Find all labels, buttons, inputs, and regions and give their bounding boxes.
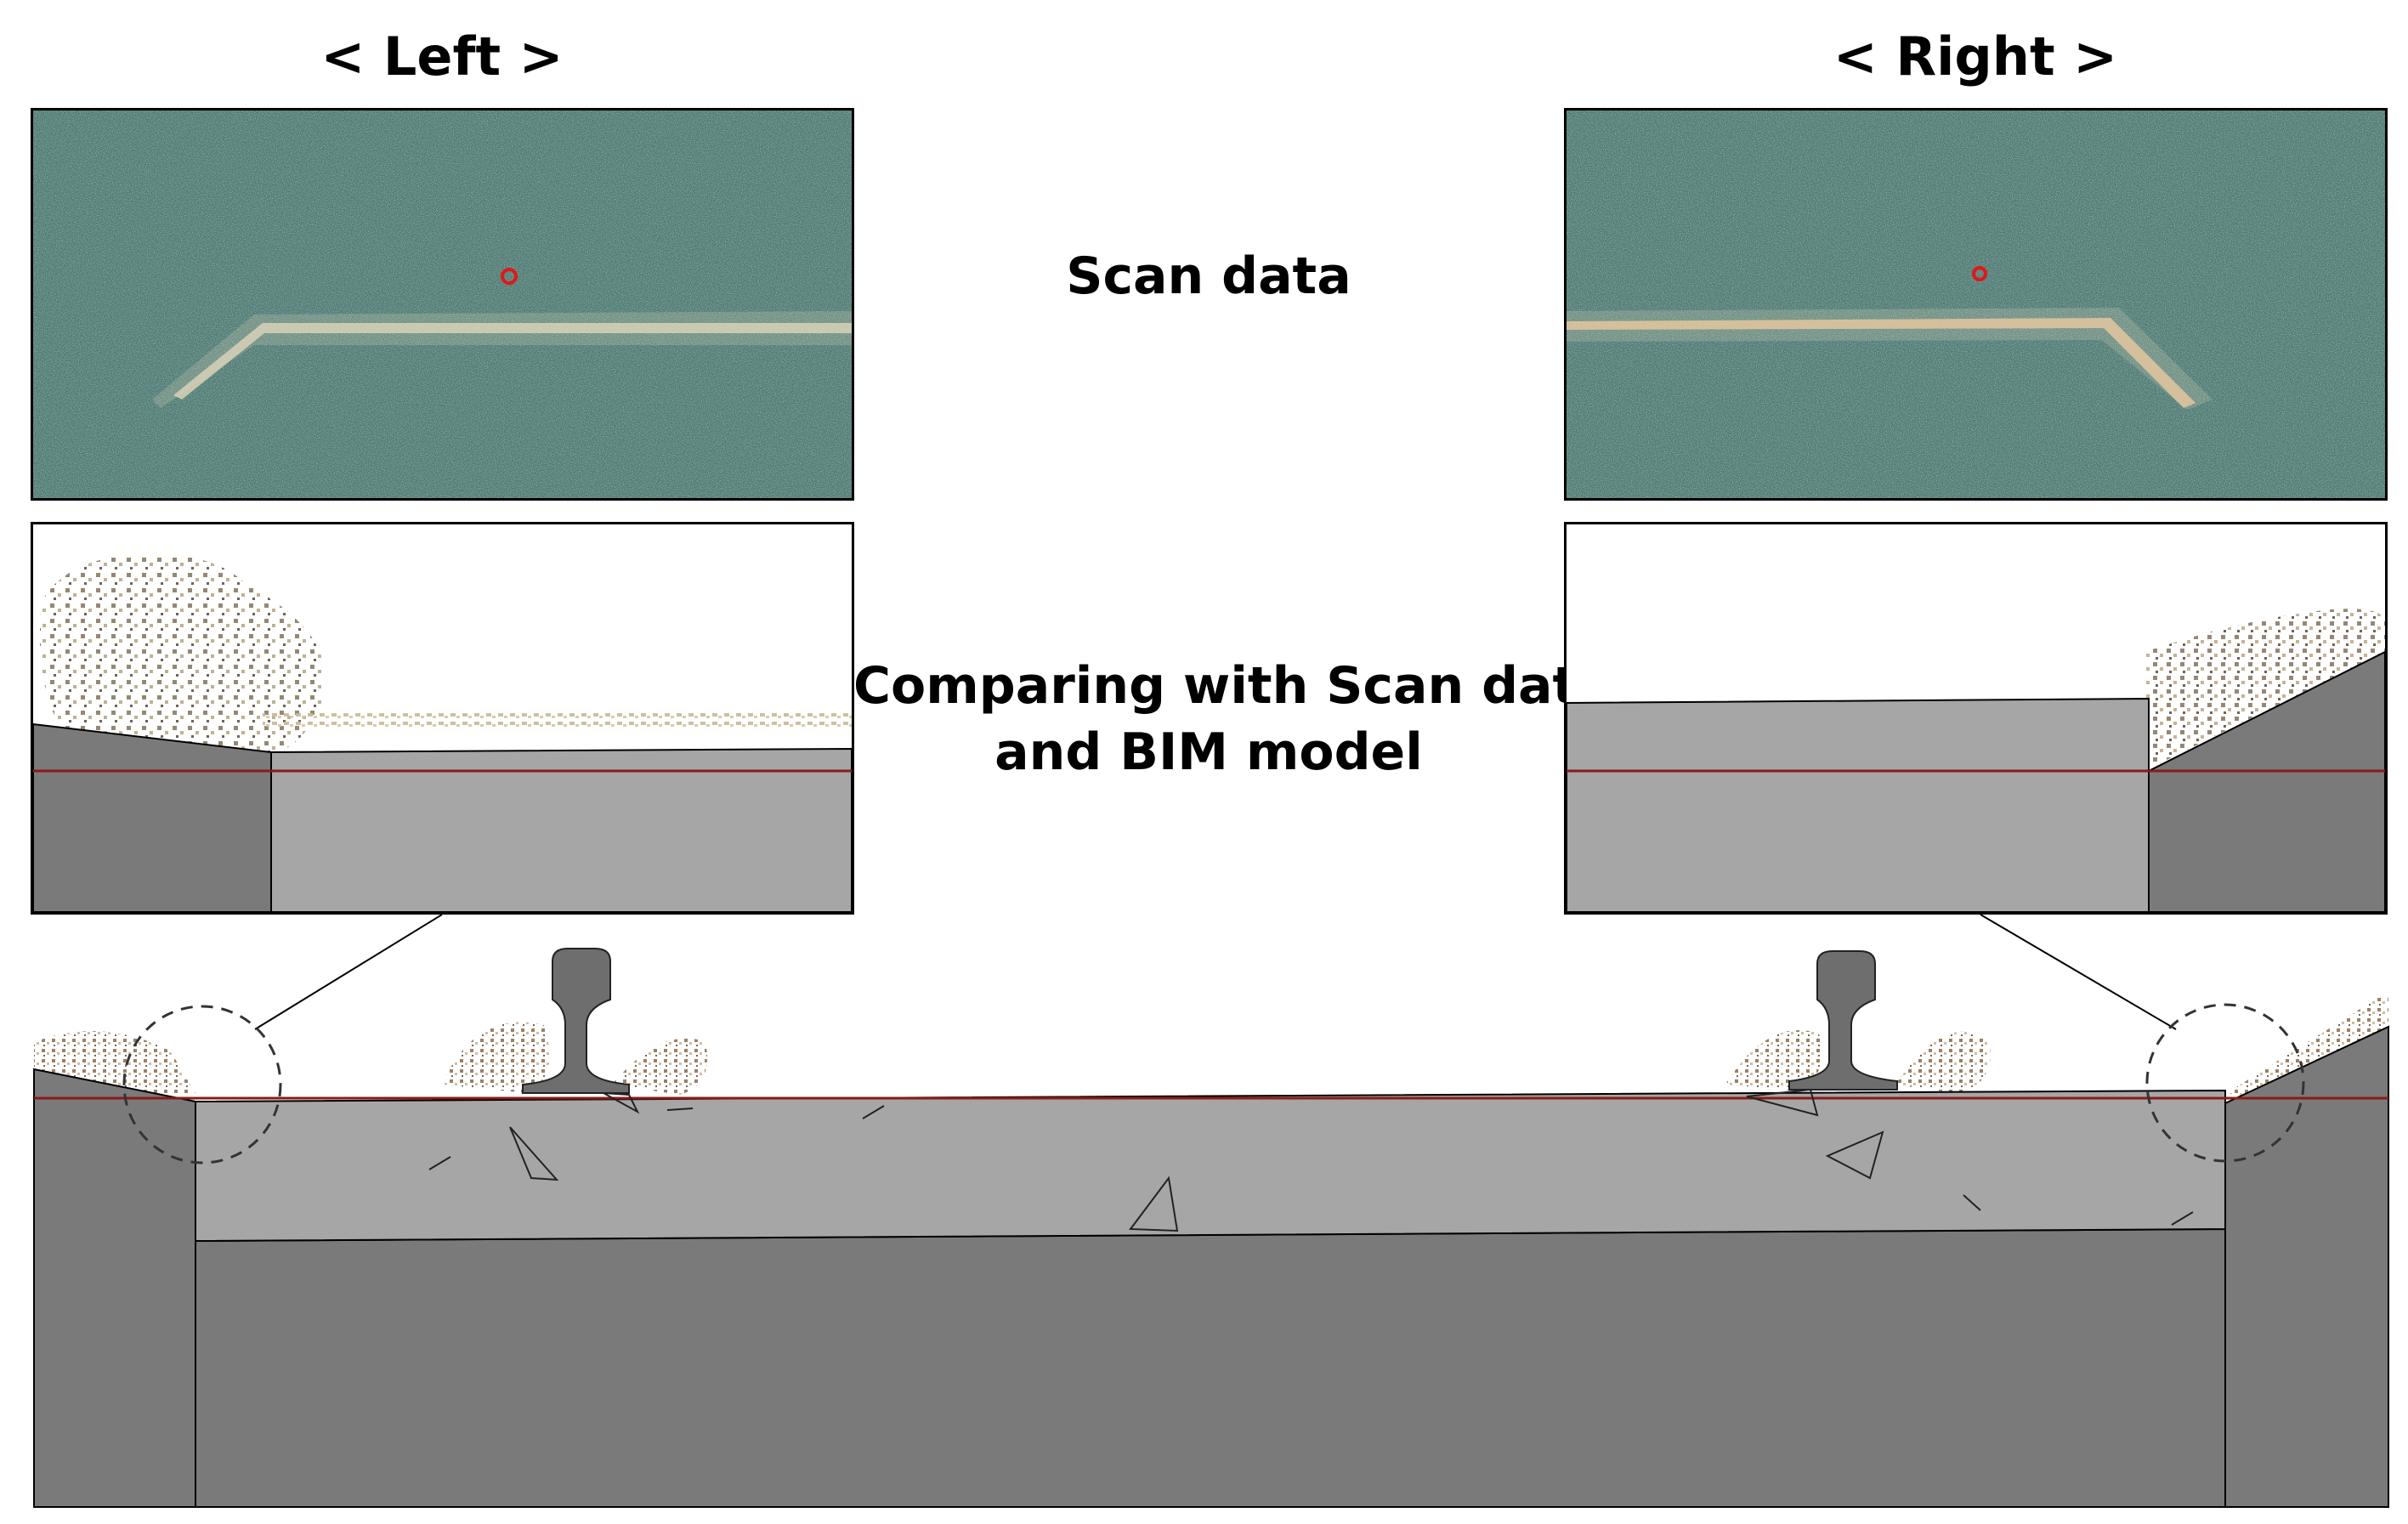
scan-marker <box>501 268 518 285</box>
point-cloud-rail-left-b <box>612 1038 707 1095</box>
left-scan-image <box>33 110 852 498</box>
scan-marker <box>1972 266 1987 281</box>
point-cloud-rail-right-b <box>1895 1031 1991 1093</box>
point-cloud-right-edge <box>2227 991 2388 1097</box>
comparison-label-line-2: and BIM model <box>994 722 1423 782</box>
right-detail-circle <box>2145 1003 2305 1163</box>
right-scan-image <box>1567 110 2385 498</box>
bim-slab <box>270 747 852 912</box>
right-scan-data-panel <box>1564 108 2388 501</box>
right-leader-line <box>1980 915 2177 1030</box>
bim-side-block <box>2148 650 2385 912</box>
scan-point-noise <box>33 110 852 498</box>
aggregate-triangle <box>1129 1176 1179 1232</box>
point-cloud-cluster <box>2145 609 2385 771</box>
track-slab <box>195 1089 2226 1243</box>
right-rail <box>1788 950 1898 1091</box>
point-cloud-rail-left-a <box>442 1022 550 1093</box>
left-view-title: < Left > <box>320 25 564 88</box>
aggregate-triangle <box>1746 1088 1819 1117</box>
comparison-label-line-1: Comparing with Scan data <box>853 656 1612 716</box>
scan-data-label: Scan data <box>1066 246 1351 306</box>
scan-rail-trace <box>1567 318 2196 408</box>
bim-side-block <box>33 722 272 912</box>
comparison-label: Comparing with Scan data and BIM model <box>853 653 1612 785</box>
left-comparison-image <box>33 554 852 912</box>
scan-point-noise <box>1567 110 2385 498</box>
left-detail-circle <box>122 1005 282 1164</box>
left-side-block <box>33 1068 196 1508</box>
left-leader-line <box>254 915 443 1030</box>
left-scan-data-panel <box>31 108 854 501</box>
right-view-title: < Right > <box>1833 25 2118 88</box>
aggregate-triangle <box>603 1092 640 1114</box>
point-cloud-cluster <box>40 554 326 756</box>
base-layer <box>195 1227 2226 1508</box>
scan-rail-trace <box>173 323 852 399</box>
right-comparison-image <box>1567 609 2385 912</box>
aggregate-triangle <box>1825 1130 1884 1180</box>
aggregate-triangle <box>509 1126 559 1181</box>
right-comparison-panel <box>1564 522 2388 915</box>
point-cloud-rail-right-a <box>1725 1030 1822 1091</box>
left-rail <box>522 948 630 1094</box>
left-comparison-panel <box>31 522 854 915</box>
cross-section-drawing <box>0 915 2408 1524</box>
point-cloud-surface <box>263 710 852 728</box>
bim-slab <box>1567 697 2150 912</box>
